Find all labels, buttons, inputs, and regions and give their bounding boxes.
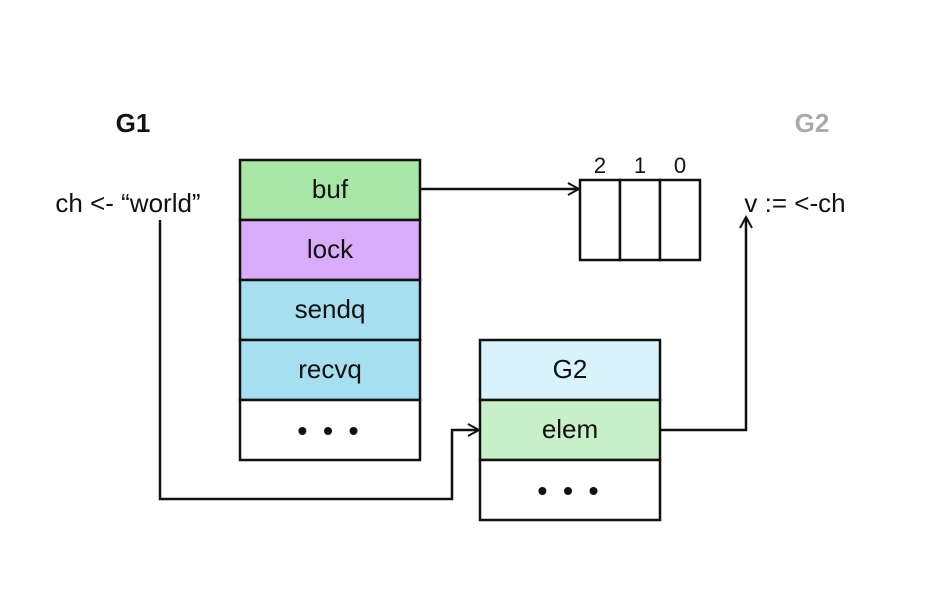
buffer-slot-2 bbox=[578, 178, 622, 262]
circular-buffer: 2 1 0 bbox=[578, 153, 702, 262]
hchan-struct: buf lock sendq recvq • • • bbox=[238, 158, 422, 462]
hchan-field-lock: lock bbox=[238, 218, 422, 282]
sudog-field-ellipsis: • • • bbox=[478, 458, 662, 522]
g2-heading: G2 bbox=[795, 108, 830, 138]
sudog-field-label: G2 bbox=[553, 354, 588, 384]
hchan-field-sendq: sendq bbox=[238, 278, 422, 342]
elem-to-receiver-arrow bbox=[660, 218, 746, 432]
hchan-field-label: recvq bbox=[298, 354, 362, 384]
hchan-field-label: sendq bbox=[295, 294, 366, 324]
ellipsis-label: • • • bbox=[538, 475, 603, 506]
hchan-field-label: buf bbox=[312, 174, 349, 204]
sudog-field-elem: elem bbox=[478, 398, 662, 462]
buffer-index: 1 bbox=[634, 153, 646, 178]
buffer-index: 2 bbox=[594, 153, 606, 178]
send-value-to-elem-arrow bbox=[158, 220, 478, 501]
buffer-index: 0 bbox=[674, 153, 686, 178]
g1-heading: G1 bbox=[116, 108, 151, 138]
buffer-slot-1 bbox=[618, 178, 662, 262]
g1-send-statement: ch <- “world” bbox=[55, 188, 200, 218]
sudog-struct: G2 elem • • • bbox=[478, 338, 662, 522]
sudog-field-g2: G2 bbox=[478, 338, 662, 402]
hchan-field-buf: buf bbox=[238, 158, 422, 222]
sudog-field-label: elem bbox=[542, 414, 598, 444]
hchan-field-ellipsis: • • • bbox=[238, 398, 422, 462]
ellipsis-label: • • • bbox=[298, 415, 363, 446]
hchan-field-recvq: recvq bbox=[238, 338, 422, 402]
buffer-slot-0 bbox=[658, 178, 702, 262]
g2-receive-statement: v := <-ch bbox=[744, 188, 845, 218]
hchan-field-label: lock bbox=[307, 234, 354, 264]
